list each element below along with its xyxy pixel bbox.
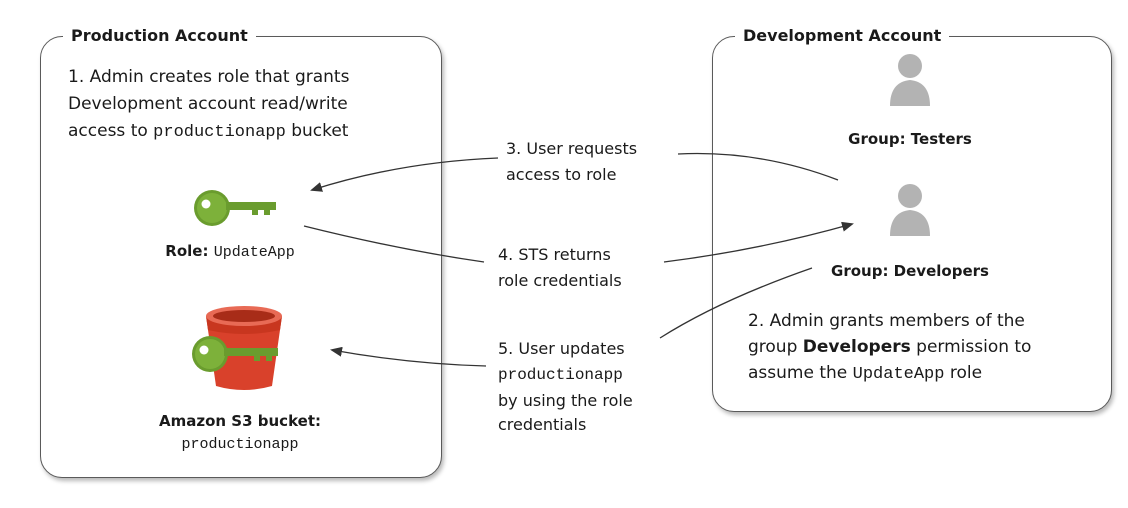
line-step3-from-developers (677, 152, 839, 181)
step3-line1: 3. User requests (506, 139, 638, 158)
step5-line4: credentials (498, 415, 587, 434)
development-account-title: Development Account (735, 24, 950, 48)
arrow-step5-to-bucket (330, 346, 487, 367)
step2-role-code: UpdateApp (852, 365, 945, 384)
key-icon (194, 190, 276, 226)
step2-line2: group Developers permission to (748, 334, 1031, 360)
step2-line1: 2. Admin grants members of the (748, 311, 1025, 331)
s3-bucket-icon (192, 306, 282, 390)
line-step5-from-developers (659, 267, 813, 339)
step1-line2: Development account read/write (68, 94, 348, 114)
step1-line1: 1. Admin creates role that grants (68, 67, 350, 87)
step2-line3-pre: assume the (748, 363, 853, 383)
step4-line1: 4. STS returns (498, 245, 611, 264)
step1-line3-post: bucket (285, 121, 349, 141)
role-name: UpdateApp (213, 244, 295, 261)
role-label-prefix: Role: (165, 242, 209, 260)
role-label: Role: UpdateApp (130, 242, 330, 261)
step1-line3: access to productionapp bucket (68, 118, 348, 146)
step5-line1: 5. User updates (498, 339, 625, 358)
step2-line2-post: permission to (910, 337, 1032, 357)
arrow-step3-to-role (310, 157, 499, 192)
bucket-name: productionapp (181, 436, 299, 453)
user-icon (890, 54, 930, 106)
line-step4-from-role (303, 225, 485, 263)
user-icon (890, 184, 930, 236)
step2-line2-pre: group (748, 337, 803, 357)
step5-line2: productionapp (498, 366, 623, 384)
bucket-label: Amazon S3 bucket: (159, 412, 321, 430)
group-testers-label: Group: Testers (848, 130, 972, 148)
production-account-panel: Production Account (40, 24, 442, 478)
step3-line2: access to role (506, 165, 617, 184)
step2-developers-bold: Developers (802, 337, 911, 357)
step1-line3-pre: access to (68, 121, 154, 141)
step4-line2: role credentials (498, 271, 622, 290)
group-developers-label: Group: Developers (831, 262, 989, 280)
arrow-step4-to-developers (663, 221, 854, 263)
step2-line3: assume the UpdateApp role (748, 360, 982, 388)
step2-line3-post: role (944, 363, 983, 383)
step5-line3: by using the role (498, 391, 633, 410)
step1-bucket-code: productionapp (153, 123, 286, 142)
production-account-title: Production Account (63, 24, 256, 48)
